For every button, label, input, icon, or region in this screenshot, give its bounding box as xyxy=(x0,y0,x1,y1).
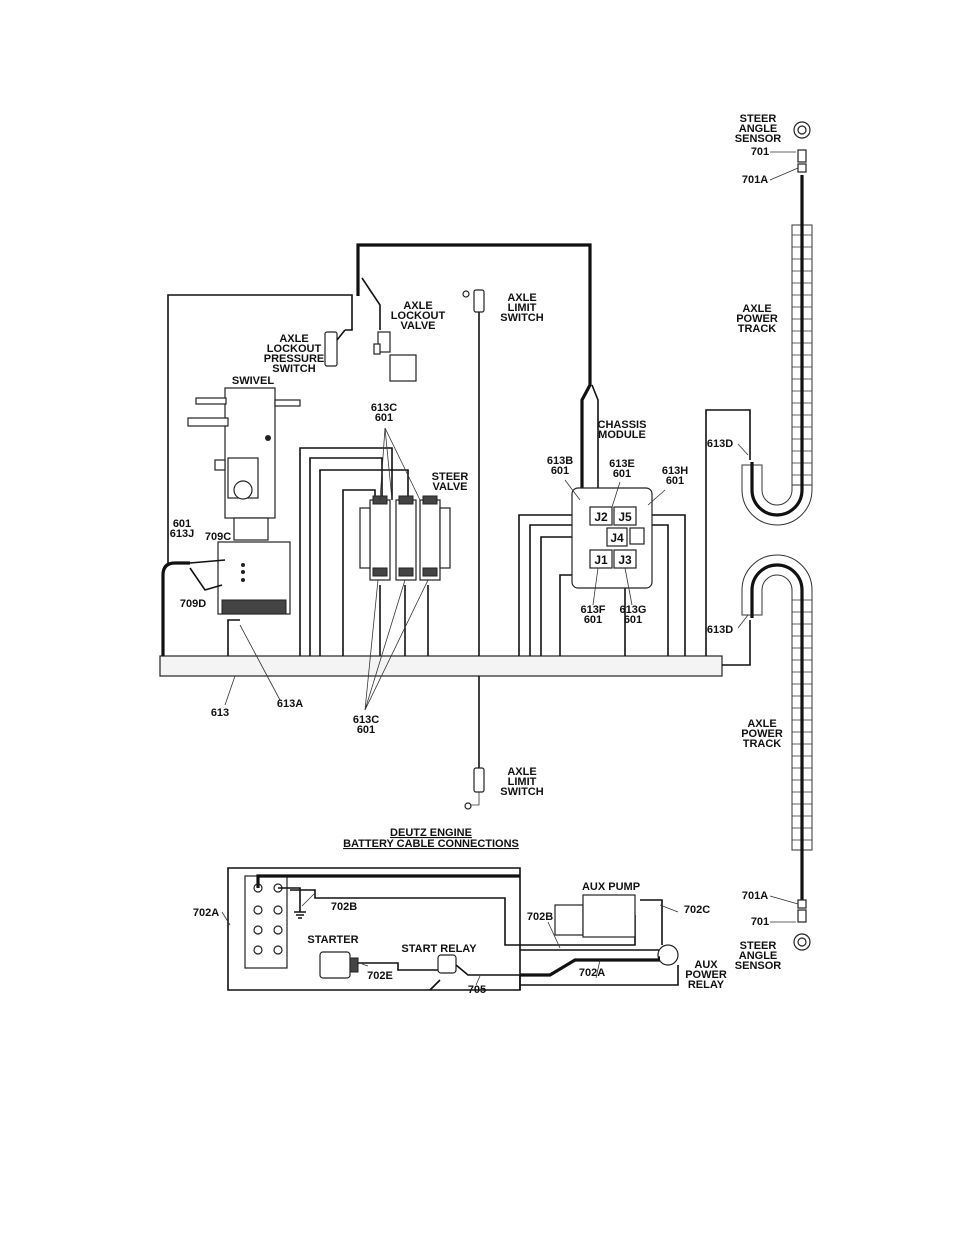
label-starter: STARTER xyxy=(307,934,358,946)
axle-limit-switch-top-shape xyxy=(462,289,485,313)
label-wire-701-bottom: 701 xyxy=(751,916,769,928)
leader-613 xyxy=(224,675,236,706)
label-wire-702b-top: 702B xyxy=(331,901,357,913)
connector-j4: J4 xyxy=(610,531,624,545)
axle-power-track-top xyxy=(741,175,813,526)
wire-613d-bottom xyxy=(722,620,751,666)
leader-701a-top xyxy=(769,167,799,181)
axle-lockout-pressure-switch-shape xyxy=(324,329,346,367)
wire-613j-thick xyxy=(161,561,190,656)
label-wire-701-top: 701 xyxy=(751,146,769,158)
leader-613e xyxy=(611,481,621,508)
label-wire-702a-bottom: 702A xyxy=(579,967,605,979)
label-wire-613a: 613A xyxy=(277,698,303,710)
leader-613d-top xyxy=(737,443,749,456)
leader-702b-mid xyxy=(547,921,561,949)
connector-j3: J3 xyxy=(618,553,632,567)
steer-valve-shape xyxy=(359,495,451,581)
steer-angle-sensor-top xyxy=(793,121,811,173)
label-wire-613: 613 xyxy=(211,707,229,719)
wire-613c-d xyxy=(342,489,376,656)
chassis-module-shape xyxy=(571,487,653,589)
main-harness-613 xyxy=(159,655,723,677)
label-swivel: SWIVEL xyxy=(232,375,274,387)
label-wire-701a-top: 701A xyxy=(742,174,768,186)
wire-613b-2 xyxy=(529,524,585,656)
wire-module-branch xyxy=(591,384,599,510)
axle-limit-switch-bottom-shape xyxy=(464,767,485,810)
wire-613a xyxy=(227,619,240,656)
label-wire-709c: 709C xyxy=(205,531,231,543)
leader-613a xyxy=(239,624,281,701)
leader-702a-bottom xyxy=(595,959,601,979)
wire-lockout-valve-drop xyxy=(361,277,381,330)
wire-613b xyxy=(518,514,590,656)
label-wire-702a-left: 702A xyxy=(193,907,219,919)
leader-702c xyxy=(659,904,679,913)
leader-613d-bottom xyxy=(737,614,749,629)
leader-701a-bottom xyxy=(769,895,799,905)
connector-j5: J5 xyxy=(618,510,632,524)
wire-613c-a xyxy=(299,447,393,656)
label-wire-613d-top: 613D xyxy=(707,438,733,450)
label-wire-709d: 709D xyxy=(180,598,206,610)
label-wire-702e: 702E xyxy=(367,970,393,982)
leader-613c-top xyxy=(379,427,421,501)
leader-613b xyxy=(564,479,581,501)
steer-angle-sensor-bottom xyxy=(793,899,811,951)
wire-613c-b xyxy=(309,457,383,656)
leader-702e xyxy=(361,963,369,967)
leader-613c-bottom xyxy=(364,579,429,711)
wire-613c-c xyxy=(319,469,409,656)
wire-613h-b xyxy=(640,514,686,656)
axle-power-track-bottom xyxy=(741,554,813,905)
label-start-relay: START RELAY xyxy=(401,943,477,955)
wire-lockout-valve-to-module xyxy=(356,243,592,515)
label-wire-702c: 702C xyxy=(684,904,710,916)
connector-j1: J1 xyxy=(594,553,608,567)
wire-613d-top xyxy=(705,409,751,656)
label-wire-613d-bottom: 613D xyxy=(707,624,733,636)
leader-613f xyxy=(592,567,599,606)
leader-702b-top xyxy=(301,892,316,907)
wire-709d xyxy=(189,567,223,591)
connector-j2: J2 xyxy=(594,510,608,524)
leader-705 xyxy=(475,975,481,986)
leader-613g xyxy=(624,567,633,606)
wire-pressure-switch-run xyxy=(167,294,353,565)
leader-702a-left xyxy=(221,911,231,926)
swivel-shape xyxy=(187,387,301,615)
wire-709c xyxy=(189,559,226,564)
label-wire-701a-bottom: 701A xyxy=(742,890,768,902)
leader-613h xyxy=(647,489,666,506)
label-aux-pump: AUX PUMP xyxy=(582,881,640,893)
axle-lockout-valve-shape xyxy=(373,331,417,382)
label-wire-702b-mid: 702B xyxy=(527,911,553,923)
deutz-battery-connections xyxy=(227,867,679,991)
